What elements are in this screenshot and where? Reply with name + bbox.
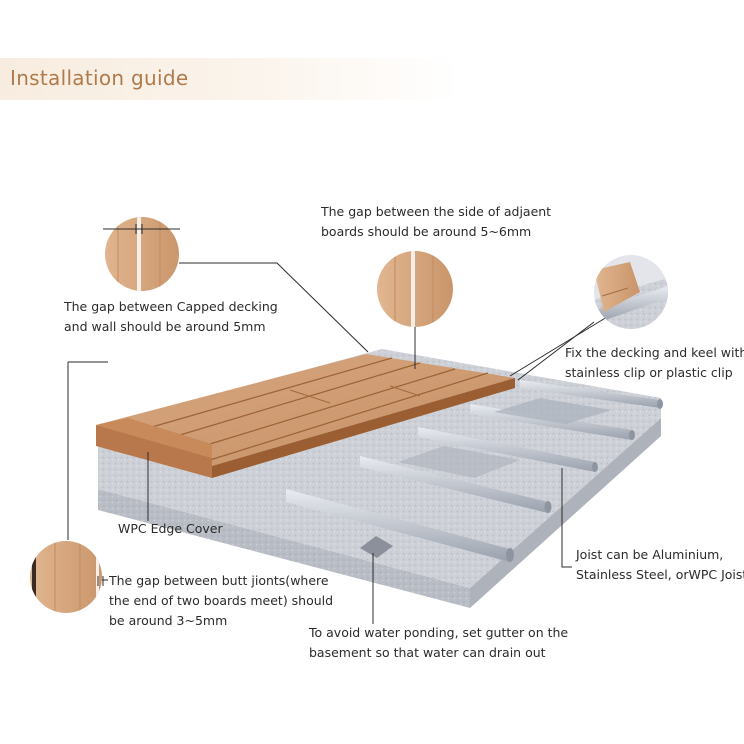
- butt-gap-detail: [30, 541, 104, 613]
- joists: [286, 380, 663, 562]
- title-band: [0, 58, 460, 100]
- joist-label: Joist can be Aluminium, Stainless Steel,…: [576, 547, 744, 582]
- clip-label: Fix the decking and keel with stainless …: [565, 345, 744, 380]
- deck-boards: [96, 354, 515, 478]
- page-title: Installation guide: [10, 66, 189, 90]
- wall-gap-detail: [103, 217, 180, 291]
- side-gap-detail: [377, 251, 453, 327]
- leader-lines: [67, 262, 608, 624]
- side-gap-label: The gap between the side of adjaent boar…: [321, 204, 552, 239]
- gutter-label: To avoid water ponding, set gutter on th…: [309, 625, 569, 660]
- edge-cover-label: WPC Edge Cover: [118, 521, 223, 536]
- butt-gap-label: The gap between butt jionts(where the en…: [109, 573, 334, 628]
- gutter: [360, 536, 393, 558]
- wall-gap-label: The gap between Capped decking and wall …: [64, 299, 278, 334]
- clip-detail: [594, 255, 668, 329]
